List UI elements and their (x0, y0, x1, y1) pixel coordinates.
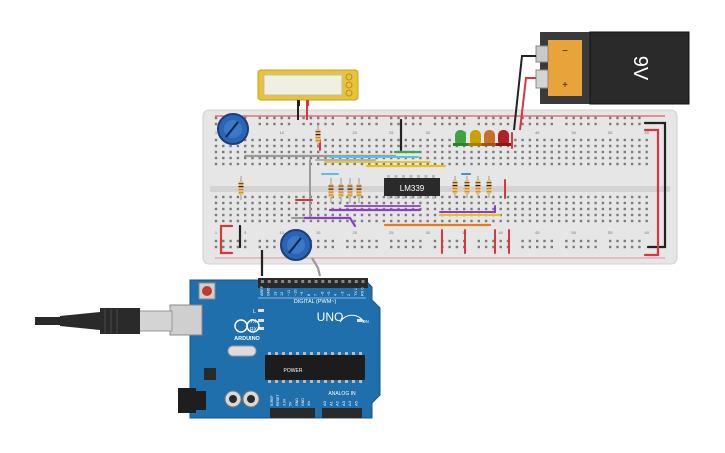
tx-label: TX (250, 319, 257, 325)
digital-pin-label: ~6 (320, 292, 324, 296)
arduino-model: UNO (317, 310, 344, 324)
signal-wire (311, 257, 322, 277)
arduino-brand: ARDUINO (234, 336, 260, 342)
analog-pin-label: A3 (341, 400, 346, 406)
power-pin-label: IOREF (270, 395, 274, 406)
analog-pin-label: A4 (347, 400, 352, 406)
digital-pin-label: 13 (273, 292, 277, 296)
digital-pin-label: ~3 (340, 292, 344, 296)
battery-minus-label: − (562, 46, 568, 57)
resistor (486, 176, 492, 198)
digital-pin-label: 2 (347, 294, 351, 296)
on-label: ON (362, 319, 369, 324)
resistor (338, 178, 344, 203)
column-number-bottom: 40 (498, 230, 503, 235)
column-number-top: 10 (279, 130, 284, 135)
power-pin-label: GND (301, 398, 305, 406)
battery-voltage-label: 9V (629, 56, 651, 81)
digital-header-label: DIGITAL (PWM~) (294, 299, 337, 305)
analog-pin-label: A0 (322, 400, 327, 406)
resistor (328, 178, 334, 203)
column-number-top: 25 (389, 130, 394, 135)
resistor (315, 124, 321, 148)
column-number-bottom: 30 (425, 230, 430, 235)
digital-pin-label: 4 (334, 294, 338, 296)
resistor (347, 178, 353, 203)
digital-pin-label: TX 1 (354, 288, 358, 296)
resistor (356, 178, 362, 203)
potentiometer-top[interactable] (217, 113, 249, 145)
battery-plus-label: + (562, 80, 568, 91)
column-number-top: 60 (644, 130, 649, 135)
resistor (475, 176, 481, 198)
digital-pin-label: 8 (307, 294, 311, 296)
column-number-bottom: 15 (316, 230, 321, 235)
potentiometer-bottom[interactable] (280, 229, 312, 261)
led-orange (482, 130, 497, 146)
analog-header-label: ANALOG IN (328, 391, 356, 397)
resistor (464, 176, 470, 198)
power-header-label: POWER (284, 368, 303, 374)
battery-red-wire (519, 77, 536, 131)
battery-9v[interactable]: − + 9V (535, 31, 690, 105)
resistors (238, 124, 492, 203)
column-number-bottom: 10 (279, 230, 284, 235)
column-number-top: 1 (215, 130, 218, 135)
chip-label: LM339 (400, 184, 425, 193)
digital-pin-label: 12 (280, 292, 284, 296)
resistor (238, 176, 244, 200)
led-red (496, 130, 511, 146)
leds (453, 130, 511, 146)
digital-pin-label: 7 (314, 294, 318, 296)
digital-pin-label: ~9 (300, 292, 304, 296)
digital-pin-label: RX 0 (361, 288, 365, 296)
column-number-top: 55 (608, 130, 613, 135)
power-pin-label: GND (295, 398, 299, 406)
battery-black-wire (513, 55, 536, 131)
column-number-bottom: 55 (608, 230, 613, 235)
breadboard-wires (219, 118, 667, 257)
column-number-top: 50 (571, 130, 576, 135)
column-number-bottom: 60 (644, 230, 649, 235)
rx-label: RX (250, 327, 258, 333)
l-label: L (253, 309, 256, 315)
column-number-bottom: 50 (571, 230, 576, 235)
analog-pin-label: A1 (328, 400, 333, 406)
usb-cable (35, 308, 173, 334)
power-pin-label: 3.3V (282, 398, 286, 406)
power-pin-label: RESET (276, 393, 280, 406)
digital-pin-label: AREF (260, 285, 264, 296)
column-number-bottom: 25 (389, 230, 394, 235)
resistor (452, 176, 458, 198)
column-number-bottom: 1 (215, 230, 218, 235)
column-number-top: 30 (425, 130, 430, 135)
power-pin-label: 5V (289, 401, 293, 406)
digital-pin-label: ~5 (327, 292, 331, 296)
led-green (453, 130, 468, 146)
column-number-bottom: 45 (535, 230, 540, 235)
analog-pin-label: A5 (354, 400, 359, 406)
lm339-chip[interactable]: LM339 (384, 175, 440, 199)
digital-pin-label: ~11 (287, 290, 291, 296)
voltmeter[interactable] (257, 69, 359, 106)
column-number-top: 45 (535, 130, 540, 135)
power-pin-label: Vin (307, 401, 311, 406)
digital-pin-label: ~10 (294, 290, 298, 296)
arduino-logo-icon (234, 319, 260, 333)
led-yellow (468, 130, 483, 146)
digital-pin-label: GND (267, 287, 271, 296)
analog-pin-label: A2 (335, 400, 340, 406)
column-number-bottom: 20 (352, 230, 357, 235)
column-number-top: 20 (352, 130, 357, 135)
column-number-bottom: 5 (244, 230, 247, 235)
